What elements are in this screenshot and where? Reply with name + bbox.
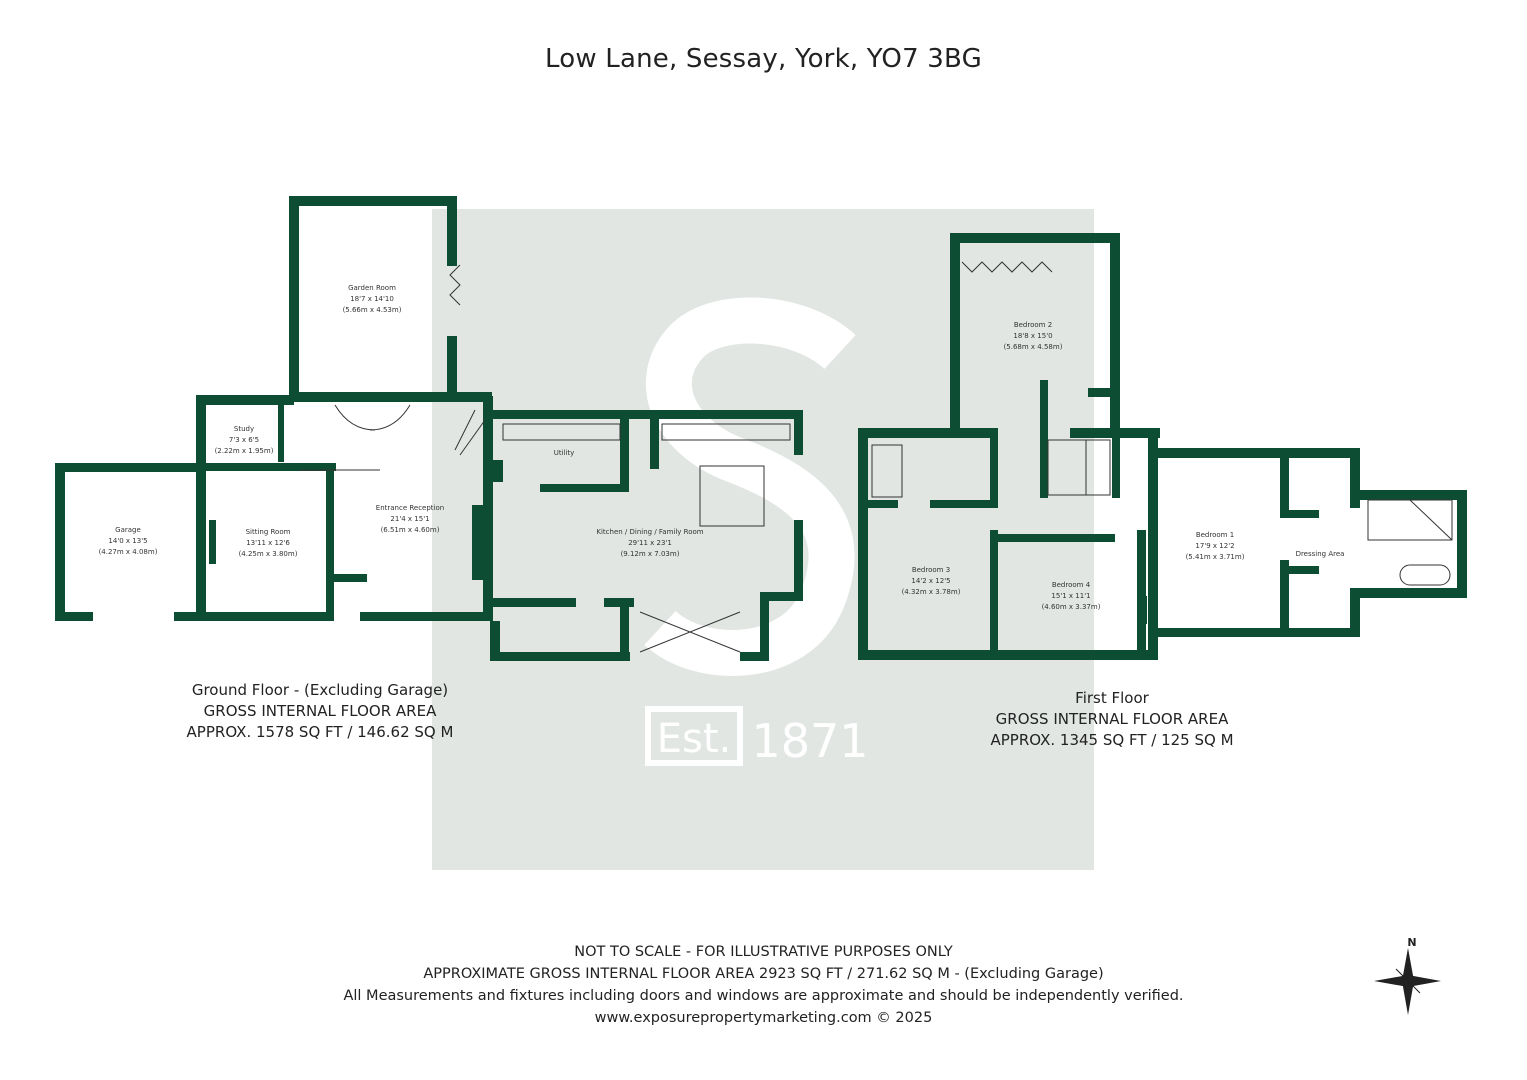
footer-website-link[interactable]: www.exposurepropertymarketing.com © 2025 [594, 1010, 933, 1026]
footer-disclaimer: NOT TO SCALE - FOR ILLUSTRATIVE PURPOSES… [0, 941, 1527, 1029]
ground-floor-fixtures [300, 264, 791, 653]
room-garage-name: Garage [115, 526, 141, 534]
page-title: Low Lane, Sessay, York, YO7 3BG [545, 44, 982, 74]
room-kitchen-name: Kitchen / Dining / Family Room [596, 528, 703, 536]
first-floor-label: First Floor [1075, 689, 1149, 707]
room-bed2-name: Bedroom 2 [1014, 321, 1052, 329]
ground-floor-label: Ground Floor - (Excluding Garage) [191, 681, 449, 699]
footer-line-3: All Measurements and fixtures including … [343, 988, 1184, 1004]
room-bed3-imperial: 14'2 x 12'5 [911, 577, 950, 585]
footer-line-1: NOT TO SCALE - FOR ILLUSTRATIVE PURPOSES… [574, 944, 953, 960]
first-floor-walls [858, 233, 1467, 660]
footer-line-2: APPROXIMATE GROSS INTERNAL FLOOR AREA 29… [423, 966, 1104, 982]
room-bed2-imperial: 18'8 x 15'0 [1013, 332, 1052, 340]
room-garden-metric: (5.66m x 4.53m) [343, 306, 402, 314]
room-bed2-metric: (5.68m x 4.58m) [1004, 343, 1063, 351]
first-floor-area: APPROX. 1345 SQ FT / 125 SQ M [990, 731, 1234, 749]
watermark-est-box [645, 706, 743, 766]
room-kitchen-metric: (9.12m x 7.03m) [621, 550, 680, 558]
ground-floor-area-heading: GROSS INTERNAL FLOOR AREA [203, 702, 437, 720]
room-bed4-name: Bedroom 4 [1052, 581, 1091, 589]
room-bed3-name: Bedroom 3 [912, 566, 950, 574]
room-bed1-imperial: 17'9 x 12'2 [1195, 542, 1234, 550]
room-bed4-imperial: 15'1 x 11'1 [1051, 592, 1090, 600]
watermark-s-logo [644, 297, 856, 676]
room-labels: Garage 14'0 x 13'5 (4.27m x 4.08m) Study… [99, 284, 1345, 611]
room-kitchen-imperial: 29'11 x 23'1 [628, 539, 672, 547]
room-bed1-name: Bedroom 1 [1196, 531, 1234, 539]
room-garage-imperial: 14'0 x 13'5 [108, 537, 147, 545]
room-entrance-name: Entrance Reception [376, 504, 444, 512]
room-sitting-imperial: 13'11 x 12'6 [246, 539, 290, 547]
watermark-year-text: 1871 [751, 714, 868, 768]
first-floor-area-heading: GROSS INTERNAL FLOOR AREA [995, 710, 1229, 728]
room-sitting-metric: (4.25m x 3.80m) [239, 550, 298, 558]
watermark: Est. 1871 [432, 209, 1094, 870]
room-study-imperial: 7'3 x 6'5 [229, 436, 259, 444]
room-utility-name: Utility [554, 449, 575, 457]
ground-floor-area: APPROX. 1578 SQ FT / 146.62 SQ M [186, 723, 454, 741]
room-entrance-metric: (6.51m x 4.60m) [381, 526, 440, 534]
room-sitting-name: Sitting Room [246, 528, 291, 536]
room-bed1-metric: (5.41m x 3.71m) [1186, 553, 1245, 561]
room-study-name: Study [234, 425, 254, 433]
compass-north-label: N [1407, 936, 1416, 949]
room-garden-name: Garden Room [348, 284, 396, 292]
room-study-metric: (2.22m x 1.95m) [215, 447, 274, 455]
watermark-est-text: Est. [657, 716, 732, 762]
compass-icon: N [1374, 936, 1441, 1015]
room-garage-metric: (4.27m x 4.08m) [99, 548, 158, 556]
room-entrance-imperial: 21'4 x 15'1 [390, 515, 429, 523]
room-dressing-name: Dressing Area [1296, 550, 1345, 558]
room-bed3-metric: (4.32m x 3.78m) [902, 588, 961, 596]
room-bed4-metric: (4.60m x 3.37m) [1042, 603, 1101, 611]
ground-floor-area-block: Ground Floor - (Excluding Garage) GROSS … [170, 680, 470, 743]
ground-floor-walls [55, 196, 803, 661]
first-floor-fixtures [871, 261, 1453, 586]
room-garden-imperial: 18'7 x 14'10 [350, 295, 394, 303]
first-floor-area-block: First Floor GROSS INTERNAL FLOOR AREA AP… [962, 688, 1262, 751]
